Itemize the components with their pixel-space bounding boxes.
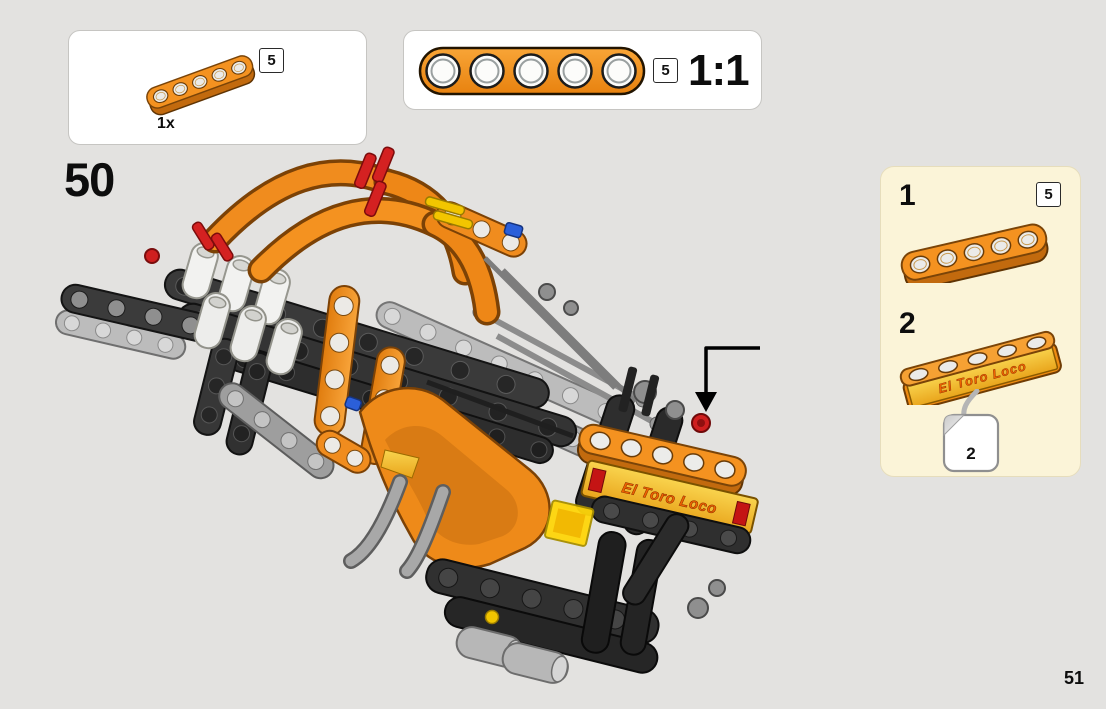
substep-2-number: 2 [899, 307, 916, 340]
yellow-light [544, 499, 595, 547]
scale-label: 1:1 [688, 46, 750, 95]
sticker-sheet-number: 2 [966, 444, 975, 463]
model-illustration: El Toro Loco [55, 146, 759, 684]
callout-beam-thumbnail [143, 52, 259, 119]
gray-cylinder [501, 642, 569, 684]
page-number: 51 [1063, 668, 1084, 688]
new-beam-placed [576, 423, 747, 497]
quantity-label: 1x [157, 115, 175, 132]
substep-panel: 1 5 2 El Toro Loco 2 [880, 166, 1081, 477]
substep-1-number: 1 [899, 179, 916, 212]
substep-2-beam: El Toro Loco [899, 330, 1062, 405]
rear-beam-assembly: El Toro Loco [544, 413, 759, 555]
substep-1-beam [898, 220, 1053, 283]
step-number: 50 [64, 153, 115, 206]
flex-tubes [343, 474, 451, 579]
part-callout-box: 5 1x [68, 30, 367, 145]
placement-arrow [695, 346, 760, 412]
gearbox [425, 513, 726, 684]
length-badge: 5 [259, 48, 284, 73]
yellow-pins [424, 196, 474, 230]
red-pins [191, 146, 395, 262]
engine-cylinders [181, 242, 303, 376]
length-badge: 5 [653, 58, 678, 83]
length-badge: 5 [1036, 182, 1061, 207]
beam-actual-size [418, 46, 646, 96]
rear-fender [315, 386, 551, 569]
sticker-sheet-icon: 2 [942, 389, 1000, 473]
axles-and-links [426, 256, 637, 439]
scale-box: 5 1:1 [403, 30, 762, 110]
front-assembly [55, 248, 335, 480]
